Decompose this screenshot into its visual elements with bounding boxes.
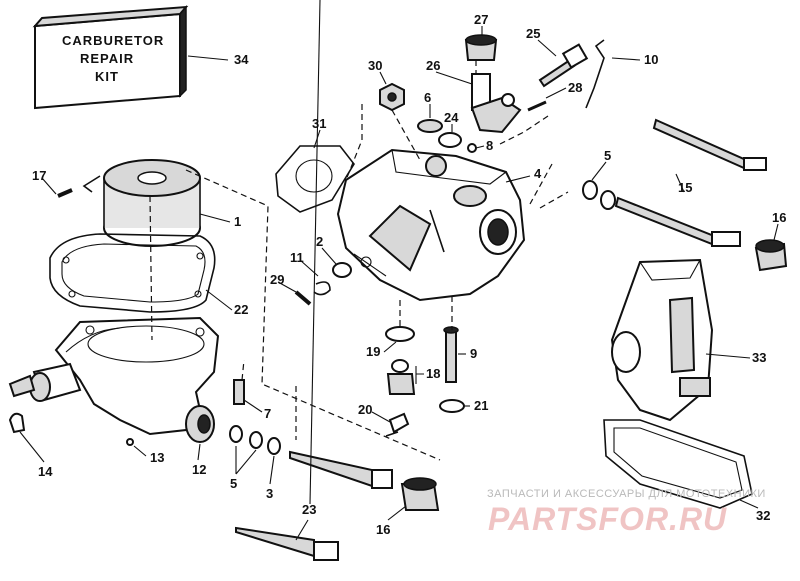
callout-11: 11 [290, 250, 304, 265]
float-part [82, 159, 201, 247]
watermark-subtitle: ЗАПЧАСТИ И АКСЕССУАРЫ ДЛЯ МОТОТЕХНИКИ [487, 488, 766, 500]
washer-21-part [439, 399, 465, 413]
callout-1: 1 [234, 214, 241, 229]
high-speed-needle-lower [614, 196, 741, 247]
callout-2: 2 [316, 234, 323, 249]
callout-34: 34 [234, 52, 249, 67]
callout-16-upper: 16 [772, 210, 786, 225]
callout-3: 3 [266, 486, 273, 501]
leader-lines [19, 0, 779, 541]
screw-part [538, 43, 589, 88]
callout-12: 12 [192, 462, 206, 477]
small-screw-part [527, 100, 547, 112]
callout-27: 27 [474, 12, 488, 27]
needle-valve-lower-part [235, 526, 339, 561]
callout-7: 7 [264, 406, 271, 421]
manifold-gasket-part [603, 419, 753, 509]
callout-15: 15 [678, 180, 692, 195]
callout-17: 17 [32, 168, 46, 183]
kit-box-side [179, 4, 187, 98]
kit-label-line-2: REPAIR [80, 51, 134, 66]
callout-19: 19 [366, 344, 380, 359]
washer-2-part [332, 262, 352, 278]
callout-10: 10 [644, 52, 658, 67]
packing-nut-lower [400, 477, 440, 511]
kit-label-line-3: KIT [95, 69, 119, 84]
callout-16-lower: 16 [376, 522, 390, 537]
callout-6: 6 [424, 90, 431, 105]
callout-31: 31 [312, 116, 326, 131]
callout-4: 4 [534, 166, 542, 181]
flange-gasket [275, 145, 355, 213]
pin-29-part [294, 290, 312, 306]
callout-26: 26 [426, 58, 440, 73]
inlet-plug-part [8, 412, 26, 434]
callout-24: 24 [444, 110, 459, 125]
lower-washers [229, 425, 281, 455]
kit-label-line-1: CARBURETOR [62, 33, 164, 48]
cap-part [464, 34, 498, 61]
assembly-lines [149, 60, 569, 461]
callout-13: 13 [150, 450, 164, 465]
ball-part [467, 143, 477, 153]
callout-25: 25 [526, 26, 540, 41]
high-speed-needle-upper [652, 118, 767, 171]
callout-28: 28 [568, 80, 582, 95]
callout-8: 8 [486, 138, 493, 153]
callout-29: 29 [270, 272, 284, 287]
pin-part [57, 188, 73, 198]
watermark-brand: PARTSFOR.RU [488, 501, 727, 537]
gasket-19-part [385, 326, 415, 342]
callout-30: 30 [368, 58, 382, 73]
callout-20: 20 [358, 402, 372, 417]
washer-right-a [582, 180, 598, 200]
jet-part [443, 326, 459, 383]
callout-21: 21 [474, 398, 488, 413]
watermark: ЗАПЧАСТИ И АКСЕССУАРЫ ДЛЯ МОТОТЕХНИКИ PA… [487, 488, 766, 537]
packing-nut-upper [754, 239, 788, 272]
fuel-tube-part [585, 39, 605, 109]
float-bowl-body [8, 316, 245, 443]
welch-plug-part [417, 119, 443, 133]
callout-9: 9 [470, 346, 477, 361]
callout-14: 14 [38, 464, 53, 479]
callout-5-lower: 5 [230, 476, 237, 491]
callout-32: 32 [756, 508, 770, 523]
needle-valve-part [289, 450, 393, 489]
clip-11-part [313, 281, 331, 296]
seat-18-part [386, 359, 416, 395]
callout-labels: 34 27 25 10 30 26 28 6 24 8 31 4 5 15 16… [32, 12, 786, 537]
check-ball-part [126, 438, 134, 446]
washer-part [438, 132, 462, 148]
repair-kit-box: CARBURETOR REPAIR KIT [32, 4, 189, 110]
hex-nut-part [379, 82, 405, 112]
primer-body-part [470, 73, 522, 134]
bowl-gasket [49, 233, 216, 313]
callout-22: 22 [234, 302, 248, 317]
carburetor-body [336, 148, 526, 302]
intake-manifold-part [610, 258, 714, 422]
needle-20-part [385, 412, 410, 437]
washer-right-b [600, 190, 616, 210]
callout-5-upper: 5 [604, 148, 611, 163]
callout-23: 23 [302, 502, 316, 517]
callout-33: 33 [752, 350, 766, 365]
callout-18: 18 [426, 366, 440, 381]
